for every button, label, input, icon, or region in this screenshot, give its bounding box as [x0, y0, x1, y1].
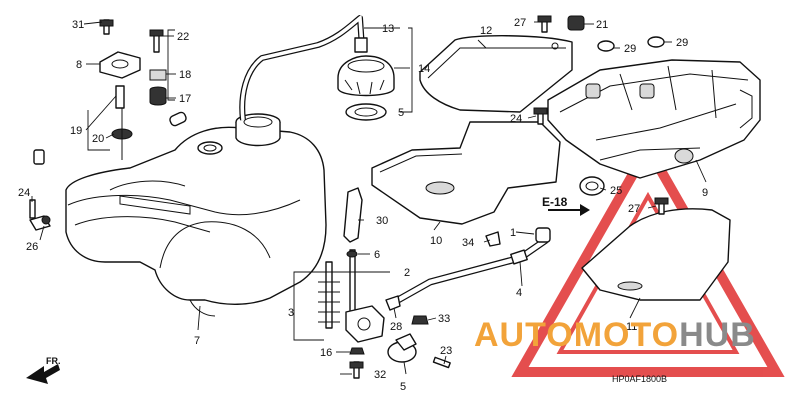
- callout-6: 6: [374, 249, 380, 261]
- watermark-logo: AUTOMOTOHUB: [474, 316, 756, 354]
- heat-guard-12: [419, 35, 573, 113]
- callout-11: 11: [626, 321, 637, 333]
- stay-30: [343, 187, 363, 243]
- callout-5-top: 5: [398, 107, 404, 119]
- callout-26: 26: [26, 241, 38, 253]
- front-arrow: [26, 364, 60, 384]
- callout-29-a: 29: [624, 43, 636, 55]
- callout-23: 23: [440, 345, 452, 357]
- callout-28: 28: [390, 321, 402, 333]
- callout-4: 4: [516, 287, 522, 299]
- fuel-cap: [337, 55, 395, 121]
- group-brackets: [87, 27, 413, 341]
- vent-hose: [33, 90, 187, 165]
- diagram-code: HP0AF1800B: [612, 374, 667, 384]
- callout-21: 21: [596, 19, 608, 31]
- callout-8: 8: [76, 59, 82, 71]
- insulator-10: [371, 121, 561, 225]
- callout-17: 17: [179, 93, 191, 105]
- callout-27-top: 27: [514, 17, 526, 29]
- bolt-clip-left: [29, 199, 51, 231]
- callout-10: 10: [430, 235, 442, 247]
- valve-lever: [349, 315, 451, 379]
- watermark-part2: MOTO: [574, 316, 679, 354]
- callout-16: 16: [320, 347, 332, 359]
- callout-34: 34: [462, 237, 474, 249]
- fuel-valve: [318, 249, 401, 343]
- reference-arrow: [548, 204, 590, 216]
- callout-14: 14: [418, 63, 430, 75]
- clip-25: [579, 176, 605, 196]
- subframe-9: [547, 59, 761, 179]
- callout-27-bottom: 27: [628, 203, 640, 215]
- callout-29-b: 29: [676, 37, 688, 49]
- callout-30: 30: [376, 215, 388, 227]
- breather-hose: [239, 14, 368, 121]
- callout-25: 25: [610, 185, 622, 197]
- callout-5-bottom: 5: [400, 381, 406, 393]
- callout-24-left: 24: [18, 187, 30, 199]
- callout-24-right: 24: [510, 113, 522, 125]
- callout-2: 2: [404, 267, 410, 279]
- callout-7: 7: [194, 335, 200, 347]
- svg-text:AUTOMOTOHUB: AUTOMOTOHUB: [474, 316, 756, 354]
- callout-9: 9: [702, 187, 708, 199]
- undercover-11: [581, 197, 731, 301]
- watermark-part3: HUB: [679, 316, 756, 354]
- watermark-part1: AUTO: [474, 316, 574, 354]
- callout-13: 13: [382, 23, 394, 35]
- callout-3: 3: [288, 307, 294, 319]
- small-hardware-top: [533, 15, 665, 125]
- leader-lines: [31, 21, 707, 375]
- callout-33: 33: [438, 313, 450, 325]
- callout-18: 18: [179, 69, 191, 81]
- callout-12: 12: [480, 25, 492, 37]
- callout-labels: 31 8 22 18 17 19 20 24 26 13 14 5 12 27 …: [18, 17, 708, 393]
- fuel-hose: [396, 227, 551, 304]
- fuel-gauge-unit: [99, 19, 167, 160]
- callout-32: 32: [374, 369, 386, 381]
- reference-label: E-18: [542, 195, 568, 209]
- callout-1: 1: [510, 227, 516, 239]
- callout-19: 19: [70, 125, 82, 137]
- callout-22: 22: [177, 31, 189, 43]
- fuel-tank: [65, 113, 327, 317]
- callout-31: 31: [72, 19, 84, 31]
- front-label: FR.: [46, 356, 61, 366]
- callout-20: 20: [92, 133, 104, 145]
